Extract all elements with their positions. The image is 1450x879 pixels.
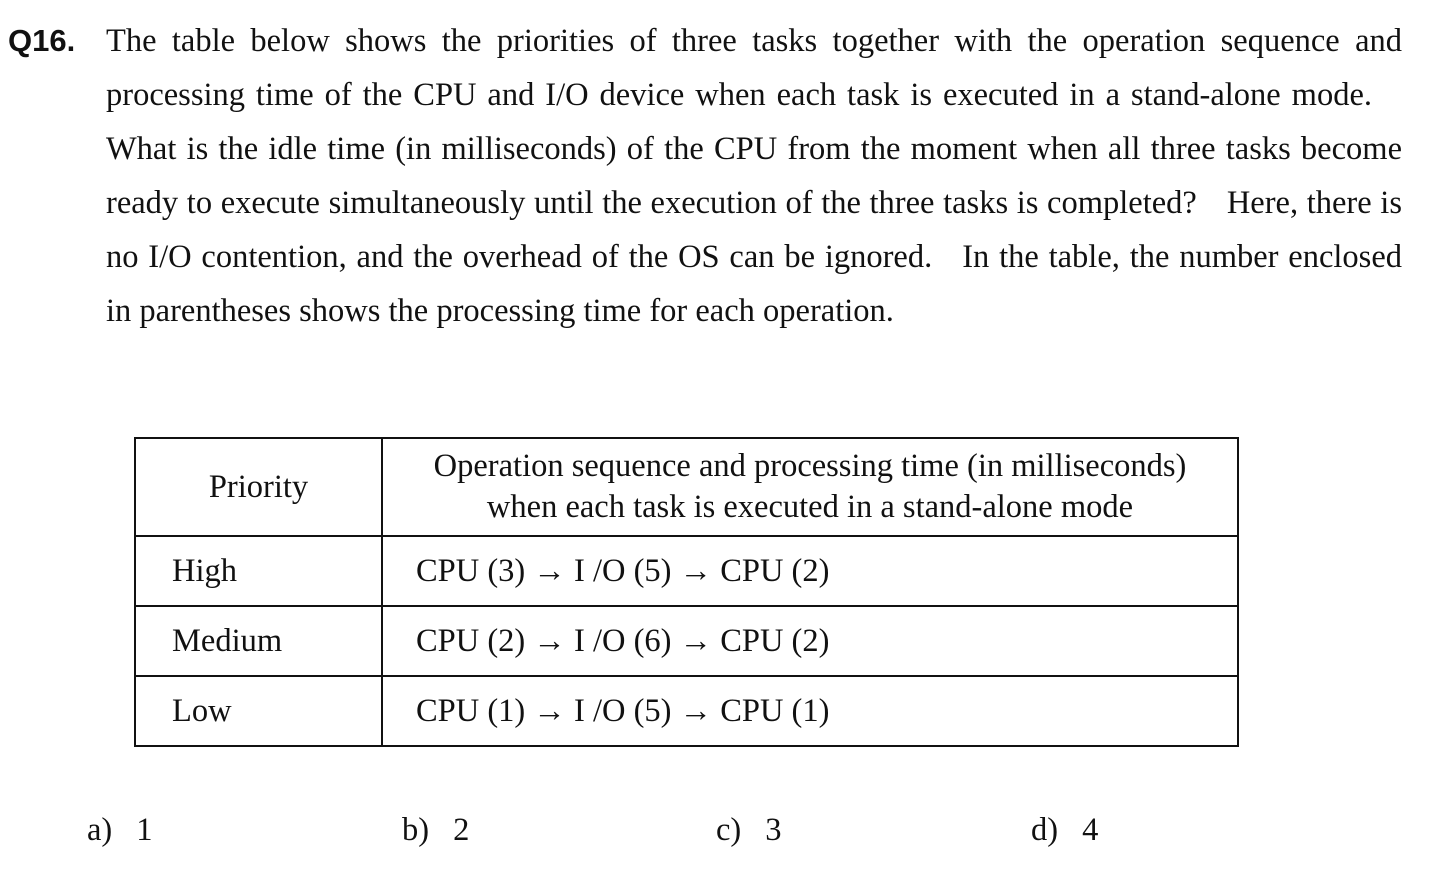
choice-b-value: 2 [453,812,470,848]
choice-a-value: 1 [136,812,153,848]
choice-c[interactable]: c) 3 [716,812,782,849]
question-number: Q16. [8,23,76,58]
choice-d-value: 4 [1082,812,1099,848]
choice-b[interactable]: b) 2 [402,812,469,849]
sequence-cell: CPU (2) → I /O (6) → CPU (2) [381,605,1239,677]
table-row: Medium CPU (2) → I /O (6) → CPU (2) [134,605,1239,677]
question-block: Q16. The table below shows the prioritie… [8,14,1402,338]
table-header-row: Priority Operation sequence and processi… [134,437,1239,537]
operation-table: Priority Operation sequence and processi… [134,437,1239,747]
choice-c-label: c) [716,812,742,848]
question-sentence-4: In the table, the number enclosed in par… [106,239,1402,329]
question-sentence-2: What is the idle time (in milliseconds) … [106,131,1402,221]
header-sequence-line-1: Operation sequence and processing time (… [433,448,1187,484]
priority-cell: Medium [134,605,383,677]
sequence-cell: CPU (1) → I /O (5) → CPU (1) [381,675,1239,747]
table-row: Low CPU (1) → I /O (5) → CPU (1) [134,675,1239,747]
priority-cell: High [134,535,383,607]
header-priority: Priority [134,437,383,537]
table-row: High CPU (3) → I /O (5) → CPU (2) [134,535,1239,607]
question-sentence-1: The table below shows the priorities of … [106,23,1402,113]
sequence-cell: CPU (3) → I /O (5) → CPU (2) [381,535,1239,607]
choice-c-value: 3 [765,812,782,848]
choice-a[interactable]: a) 1 [87,812,153,849]
answer-choices: a) 1 b) 2 c) 3 d) 4 [0,812,1450,858]
header-sequence: Operation sequence and processing time (… [381,437,1239,537]
choice-a-label: a) [87,812,113,848]
question-sentence-3: Here, there is no I/O contention, and th… [106,185,1402,275]
question-text: The table below shows the priorities of … [106,14,1402,338]
header-sequence-line-2: when each task is executed in a stand-al… [486,489,1134,525]
priority-cell: Low [134,675,383,747]
choice-d[interactable]: d) 4 [1031,812,1098,849]
header-priority-label: Priority [208,468,309,505]
choice-d-label: d) [1031,812,1059,848]
choice-b-label: b) [402,812,430,848]
